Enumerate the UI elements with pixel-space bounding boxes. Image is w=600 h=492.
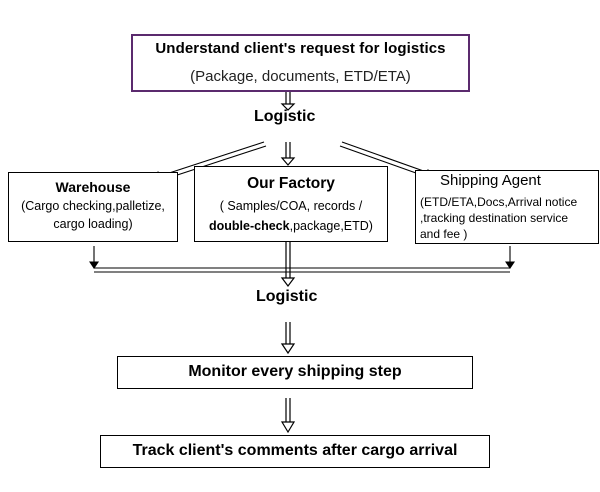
shipping-agent-line-2: ,tracking destination service (420, 211, 569, 225)
warehouse-line-1: (Cargo checking,palletize, (21, 199, 165, 213)
shipping-agent-box: Shipping Agent (ETD/ETA,Docs,Arrival not… (415, 170, 599, 244)
factory-line-1: ( Samples/COA, records / (219, 199, 363, 213)
monitor-box: Monitor every shipping step (117, 356, 473, 389)
factory-line-2-bold: double-check (209, 219, 290, 233)
track-text: Track client's comments after cargo arri… (132, 442, 458, 459)
arrow-factory-to-logistic (280, 242, 296, 287)
factory-line-2: double-check,package,ETD) (195, 219, 387, 233)
arrow-logistic-to-monitor (280, 322, 296, 355)
merge-bracket (88, 246, 516, 273)
monitor-text: Monitor every shipping step (188, 363, 402, 380)
client-request-title: Understand client's request for logistic… (155, 40, 446, 57)
arrow-monitor-to-track (280, 398, 296, 434)
factory-title: Our Factory (247, 175, 335, 192)
arrow-top-to-logistic (280, 92, 296, 111)
logistic-label-1: Logistic (254, 108, 316, 125)
warehouse-title: Warehouse (55, 179, 131, 195)
client-request-box: Understand client's request for logistic… (131, 34, 470, 92)
warehouse-line-2: cargo loading) (53, 217, 133, 231)
factory-line-2-rest: ,package,ETD) (289, 219, 373, 233)
arrow-logistic-to-factory (280, 142, 296, 166)
warehouse-box: Warehouse (Cargo checking,palletize, car… (8, 172, 178, 242)
shipping-agent-line-1: (ETD/ETA,Docs,Arrival notice (420, 195, 578, 209)
shipping-agent-title: Shipping Agent (440, 172, 541, 189)
logistic-label-2: Logistic (256, 288, 318, 305)
client-request-subtitle: (Package, documents, ETD/ETA) (190, 68, 411, 85)
factory-box: Our Factory ( Samples/COA, records / dou… (194, 166, 388, 242)
shipping-agent-line-3: and fee ) (420, 227, 468, 241)
track-box: Track client's comments after cargo arri… (100, 435, 490, 468)
